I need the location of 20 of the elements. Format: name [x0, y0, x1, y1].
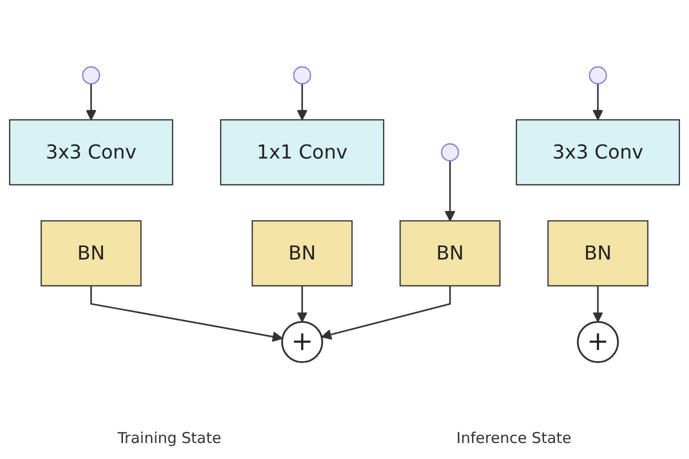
- node-box: [9, 119, 174, 186]
- caption-text: Training State: [118, 429, 222, 449]
- arrow: [296, 286, 308, 322]
- arrow: [321, 286, 451, 340]
- arrow: [592, 84, 604, 120]
- node-circle: [281, 320, 324, 363]
- node-box: [252, 220, 353, 286]
- caption-text: Inference State: [456, 429, 572, 449]
- arrow: [444, 160, 456, 222]
- arrow: [296, 84, 308, 120]
- node-box: [40, 220, 142, 286]
- arrow: [90, 286, 283, 342]
- node-circle: [576, 320, 619, 363]
- node-box: [516, 119, 680, 186]
- node-box: [547, 220, 648, 286]
- flow-diagram: 3x3 Conv BN 1x1 Conv BN BN + 3x3 Conv BN +: [0, 0, 689, 429]
- node-box: [220, 119, 384, 186]
- node-box: [400, 220, 501, 286]
- arrow: [592, 286, 604, 322]
- arrow: [86, 84, 96, 120]
